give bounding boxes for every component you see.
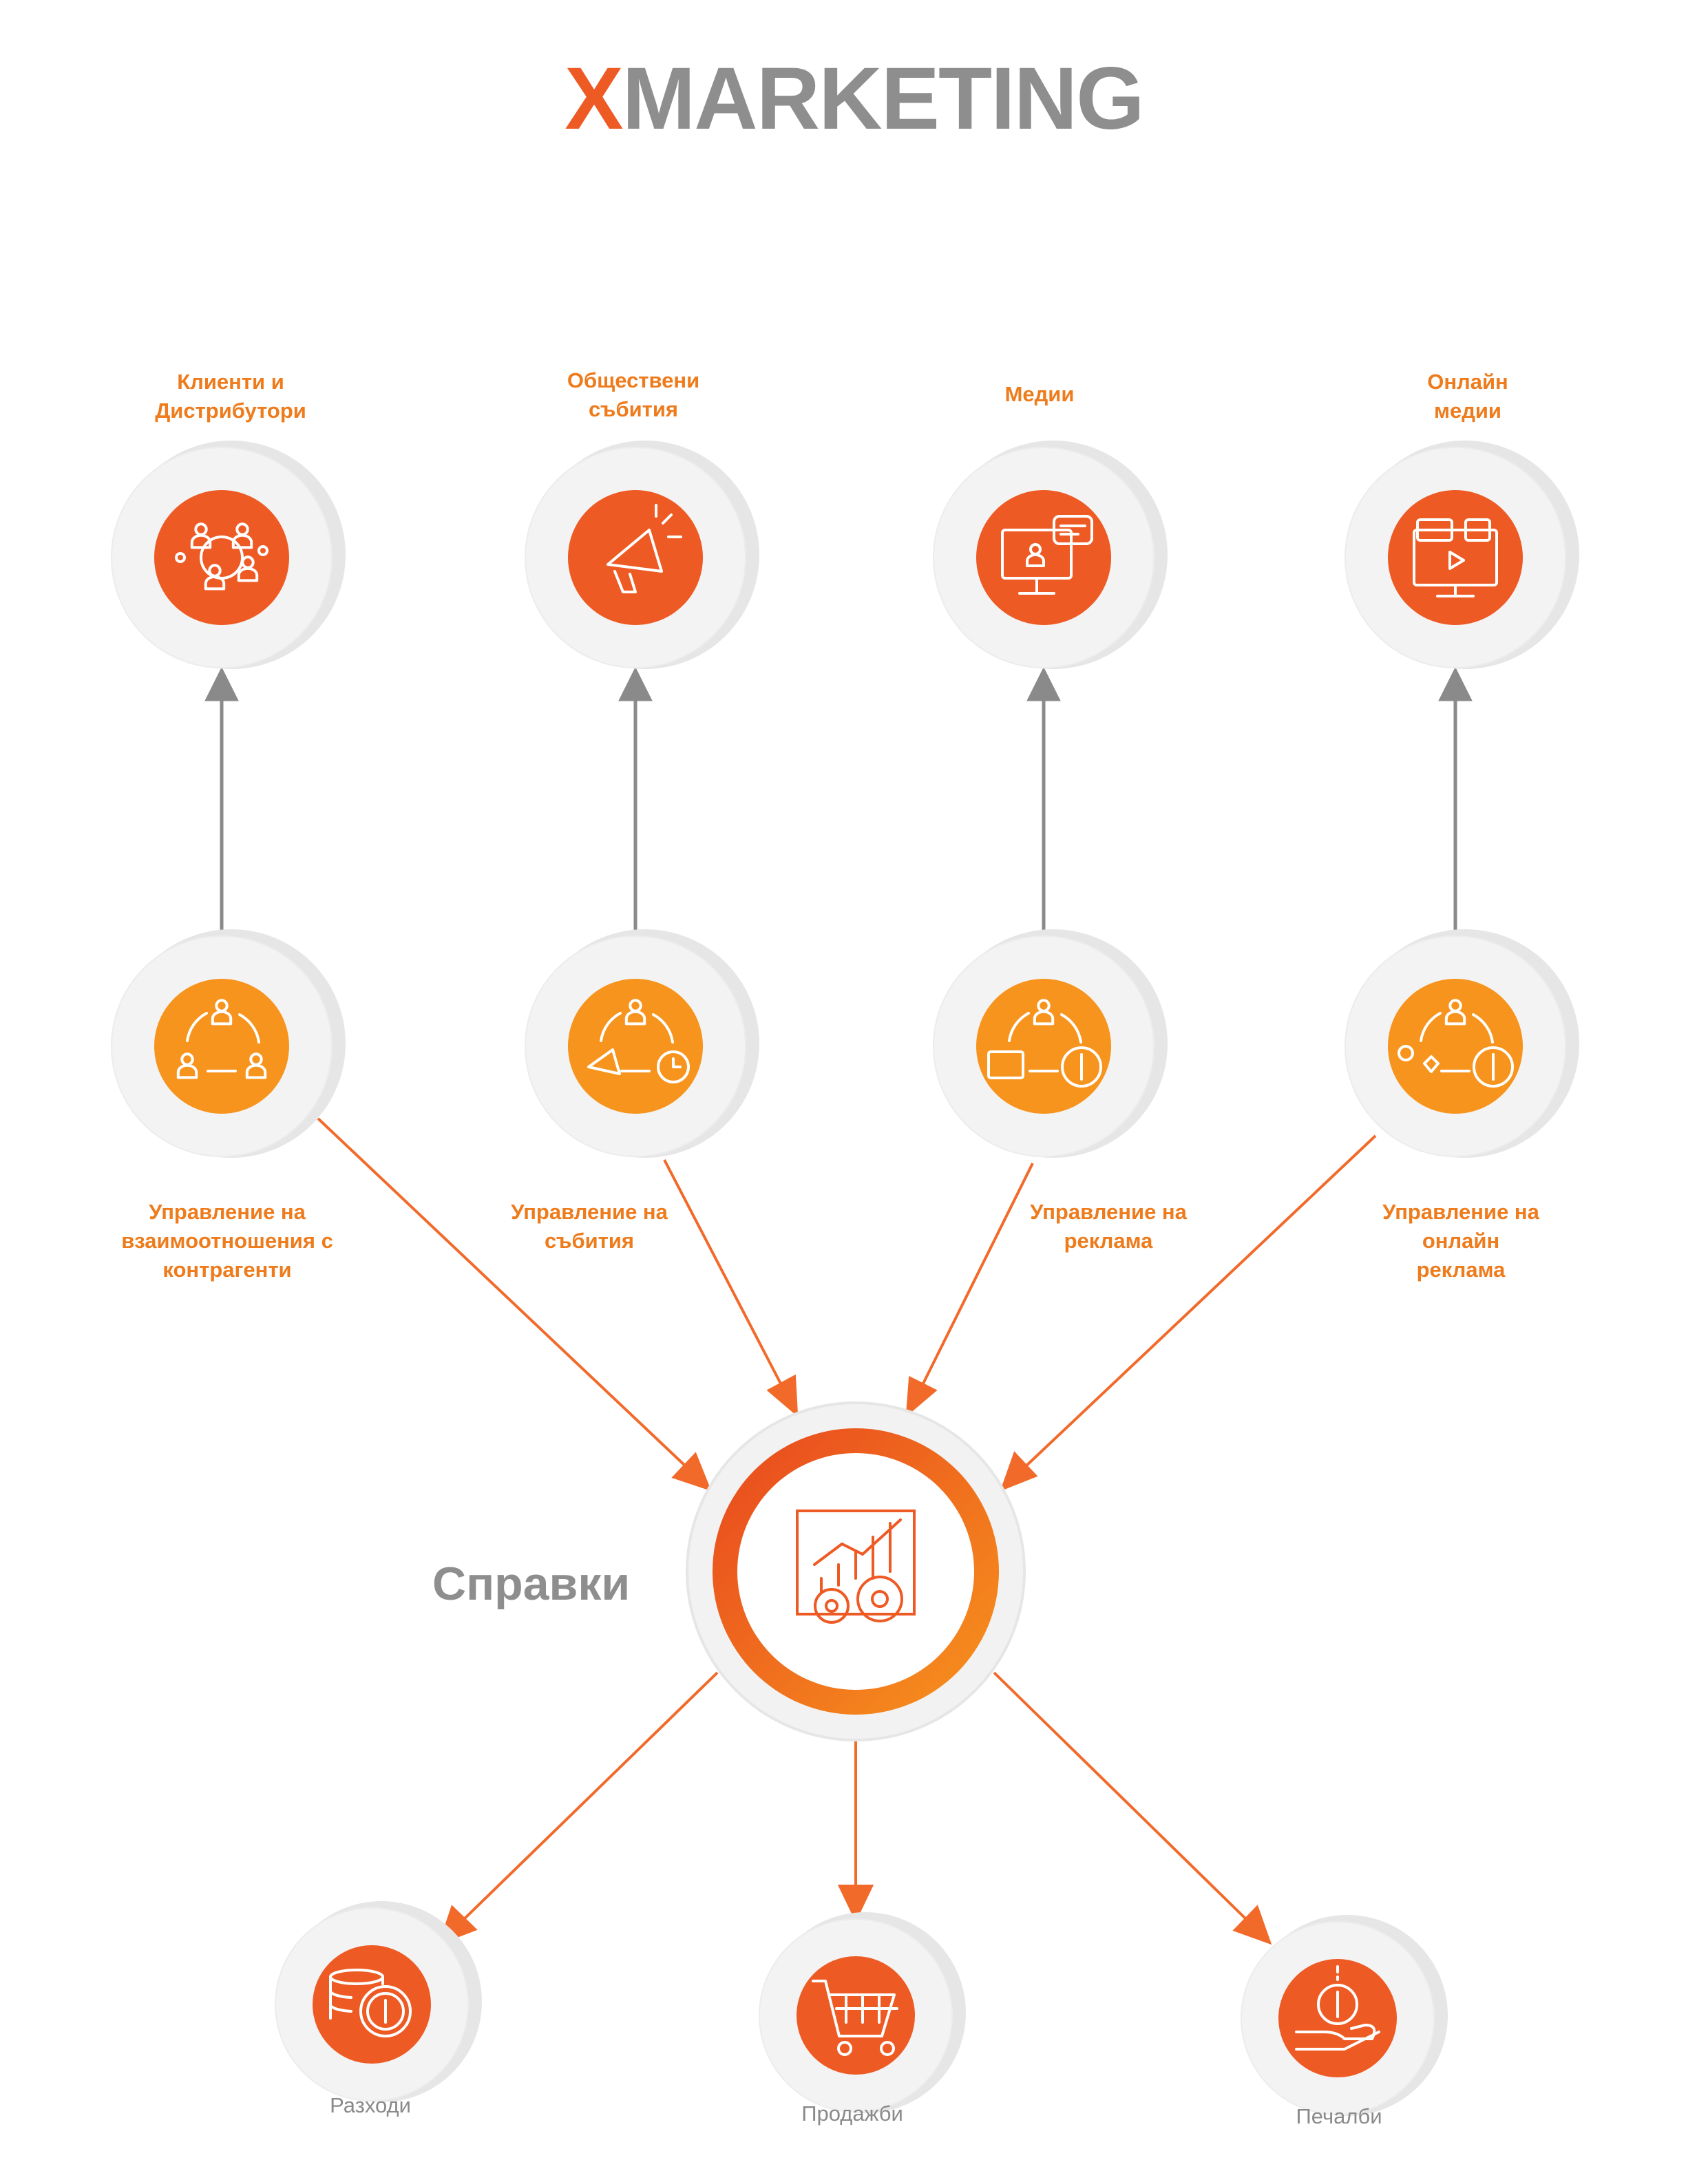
- arrowhead-bottom3: [1232, 1905, 1272, 1945]
- hand-dollar-icon: [1295, 1965, 1380, 2051]
- bottom-label-2: Продажби: [801, 2101, 903, 2126]
- bottom-label-3: Печалби: [1296, 2104, 1382, 2128]
- top-label-3: Медии: [1004, 382, 1075, 406]
- bottom-node-2-disc: [797, 1956, 915, 2075]
- shopping-cart-icon: [812, 1980, 898, 2056]
- logo-text: MARKETING: [622, 50, 1145, 148]
- analytics-gears-icon: [796, 1510, 916, 1624]
- top-node-4-disc: [1388, 490, 1523, 625]
- online-ad-cycle-icon: [1398, 999, 1514, 1088]
- logo: XMARKETING: [0, 55, 1708, 143]
- nodes: [111, 441, 1579, 2116]
- arrowhead-hub3: [905, 1375, 938, 1417]
- arrow-hub-bottom1: [461, 1671, 719, 1922]
- arrowhead-hub1: [671, 1452, 712, 1492]
- mid-label-2: Управление на събития: [511, 1200, 668, 1253]
- grey-arrows: [204, 666, 1473, 946]
- top-node-4: [1345, 441, 1579, 669]
- arrow-mid1-hub: [317, 1117, 688, 1469]
- mid-node-1: [111, 929, 346, 1158]
- mid-node-3-disc: [976, 979, 1111, 1114]
- top-node-2: [525, 441, 759, 669]
- top-node-1-disc: [154, 490, 289, 625]
- top-label-1: Клиенти и Дистрибутори: [155, 370, 306, 423]
- arrowhead-top2: [618, 666, 653, 701]
- arrow-mid4-hub: [1023, 1134, 1377, 1469]
- arrowhead-top1: [204, 666, 239, 701]
- relationship-cycle-icon: [176, 999, 267, 1079]
- bottom-node-1-disc: [313, 1945, 431, 2064]
- top-node-3: [933, 441, 1168, 669]
- top-label-4: Онлайн медии: [1427, 370, 1508, 423]
- arrow-mid2-hub: [663, 1159, 783, 1386]
- mid-label-3: Управление на реклама: [1030, 1200, 1187, 1253]
- hub-node: [686, 1401, 1026, 1741]
- bottom-label-1: Разходи: [330, 2093, 411, 2117]
- mid-node-1-disc: [154, 979, 289, 1114]
- bottom-node-3: [1241, 1915, 1448, 2116]
- logo-x: X: [565, 50, 623, 148]
- top-label-2: Обществени събития: [567, 368, 700, 421]
- mid-node-4-disc: [1388, 979, 1523, 1114]
- arrowhead-top3: [1026, 666, 1061, 701]
- arrow-mid3-hub: [921, 1163, 1034, 1386]
- event-cycle-icon: [587, 999, 690, 1083]
- arrow-hub-bottom3: [993, 1671, 1249, 1922]
- top-node-2-disc: [568, 490, 703, 625]
- advertising-cycle-icon: [987, 999, 1102, 1088]
- arrowhead-hub4: [1000, 1451, 1038, 1492]
- people-network-icon: [175, 522, 268, 591]
- arrowhead-bottom2: [837, 1885, 874, 1923]
- mid-node-2-disc: [568, 979, 703, 1114]
- monitor-chat-icon: [1001, 515, 1093, 595]
- mid-label-1: Управление на взаимоотношения с контраге…: [121, 1200, 333, 1282]
- arrowhead-top4: [1438, 666, 1473, 701]
- orange-arrows: [317, 1117, 1377, 1945]
- megaphone-icon: [607, 504, 682, 593]
- coins-dollar-icon: [329, 1969, 412, 2037]
- bottom-node-1: [275, 1901, 482, 2102]
- mid-node-2: [525, 929, 759, 1158]
- arrowhead-hub2: [766, 1374, 799, 1417]
- mid-label-4: Управление на онлайн реклама: [1382, 1200, 1539, 1282]
- bottom-node-2: [759, 1912, 966, 2113]
- mid-node-3: [933, 929, 1168, 1158]
- hub-label: Справки: [432, 1558, 631, 1610]
- social-media-screen-icon: [1413, 518, 1498, 597]
- mid-node-4: [1345, 929, 1579, 1158]
- top-node-1: [111, 441, 346, 669]
